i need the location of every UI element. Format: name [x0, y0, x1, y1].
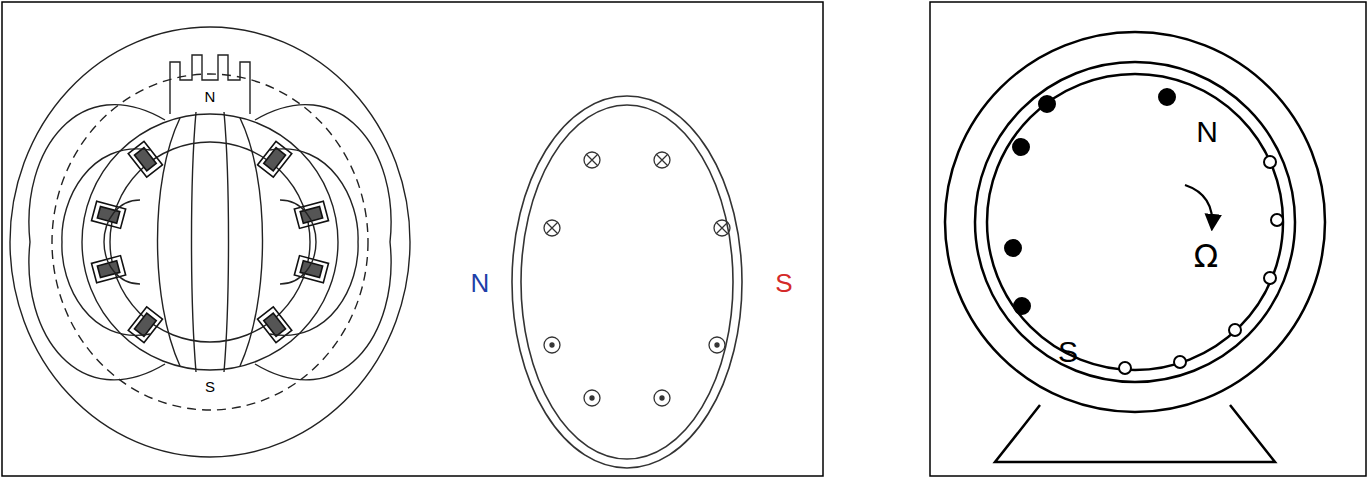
- armature-conductors: [512, 96, 742, 468]
- pole-label: N: [1196, 117, 1218, 147]
- pole-label: N: [471, 270, 490, 296]
- rotating-machine: [945, 32, 1325, 462]
- pole-label: S: [775, 270, 792, 296]
- left-frame: [2, 2, 823, 476]
- pole-label: S: [205, 379, 215, 394]
- field-machine: [10, 27, 410, 457]
- pole-label: N: [205, 89, 216, 104]
- speed-symbol: Ω: [1194, 240, 1218, 272]
- right-frame: [930, 2, 1366, 476]
- pole-label: S: [1058, 337, 1078, 367]
